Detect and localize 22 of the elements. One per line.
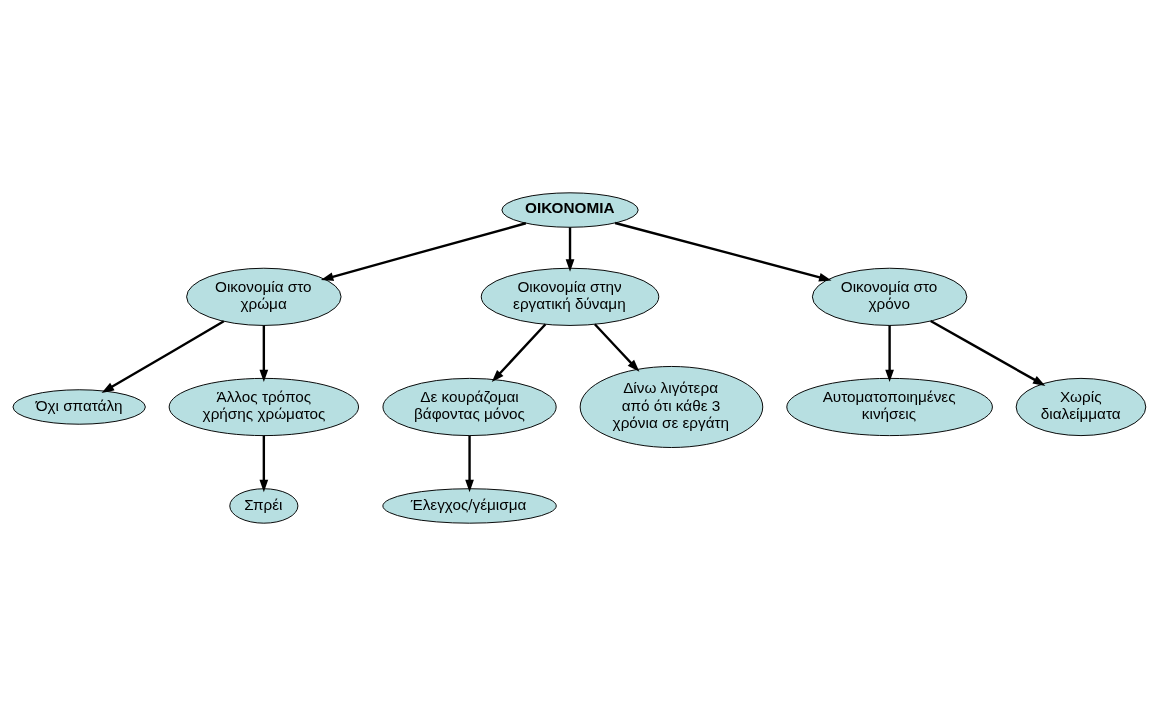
arrow bbox=[101, 319, 225, 393]
arrow bbox=[930, 319, 1046, 386]
arrow bbox=[593, 322, 640, 372]
node-ellipse: Δε κουράζομαι βάφοντας μόνος bbox=[382, 377, 557, 436]
node-ellipse: Αυτοματοποιημένες κινήσεις bbox=[786, 377, 993, 436]
node-ellipse: Οικονομία στο χρώμα bbox=[186, 267, 342, 326]
arrow bbox=[259, 324, 269, 382]
arrow bbox=[885, 324, 894, 382]
arrow bbox=[614, 221, 832, 281]
arrow bbox=[465, 435, 474, 492]
node-ellipse: Οικονομία στην εργατική δύναμη bbox=[480, 267, 660, 326]
node-ellipse: Σπρέι bbox=[229, 487, 299, 524]
node-ellipse: Δίνω λιγότερα από ότι κάθε 3 χρόνια σε εργάτη bbox=[579, 365, 764, 448]
node-ellipse: ΟΙΚΟΝΟΜΙΑ bbox=[501, 191, 639, 228]
node-ellipse: Οικονομία στο χρόνο bbox=[811, 267, 968, 326]
node-ellipse: Άλλος τρόπος χρήσης χρώματος bbox=[168, 377, 360, 436]
arrow bbox=[491, 322, 547, 382]
node-ellipse: Έλεγχος/γέμισμα bbox=[382, 487, 557, 524]
arrow bbox=[320, 221, 527, 281]
arrow bbox=[565, 226, 575, 272]
arrow bbox=[259, 435, 269, 492]
node-ellipse: Όχι σπατάλη bbox=[12, 388, 146, 425]
